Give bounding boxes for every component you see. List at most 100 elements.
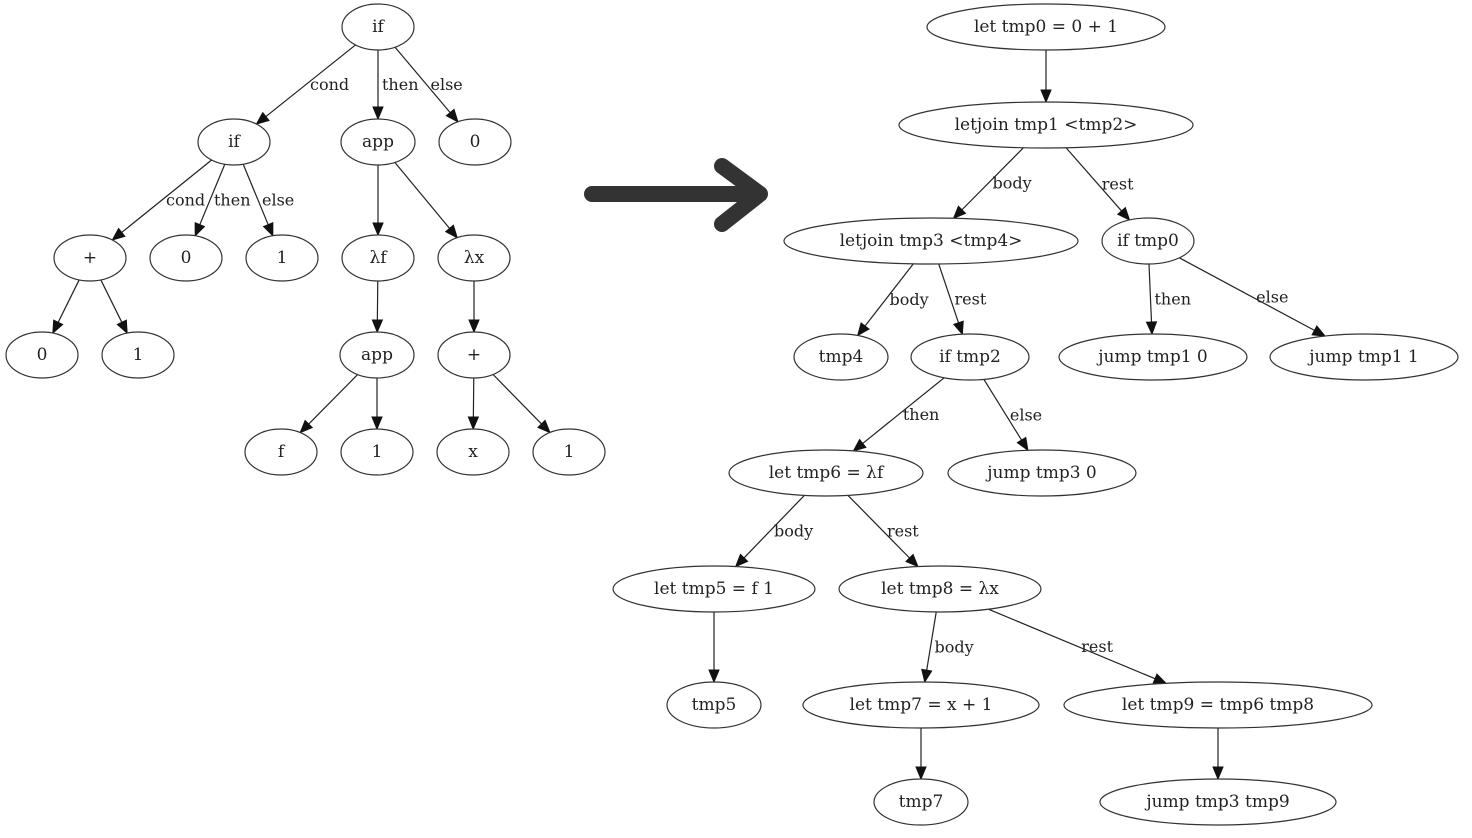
anf-tree-edge [1212, 728, 1224, 781]
arrowhead-icon [734, 553, 749, 568]
edge-line [988, 608, 1156, 680]
node-label: if [228, 132, 241, 152]
source-ast-node: 0 [149, 234, 223, 282]
edge-line [1148, 263, 1153, 323]
anf-tree-edge: then [852, 377, 945, 452]
edge-line [242, 164, 269, 225]
anf-tree-node: let tmp9 = tmp6 tmp8 [1063, 681, 1373, 729]
edge-line [265, 44, 356, 118]
anf-tree-edge: body [921, 611, 974, 684]
anf-tree-node: jump tmp3 0 [947, 449, 1137, 497]
source-ast-node: 0 [438, 118, 512, 166]
node-ellipse [612, 565, 816, 613]
node-ellipse [793, 333, 889, 381]
node-ellipse [341, 3, 415, 51]
node-ellipse [339, 331, 415, 379]
node-ellipse [340, 118, 416, 166]
edge-line [961, 147, 1024, 211]
anf-tree-edge: rest [938, 263, 987, 336]
node-label: letjoin tmp3 <tmp4> [840, 231, 1023, 251]
node-label: let tmp0 = 0 + 1 [974, 17, 1118, 37]
arrowhead-icon [116, 319, 128, 335]
node-label: 0 [37, 345, 48, 365]
anf-tree-node: letjoin tmp1 <tmp2> [898, 101, 1194, 149]
node-ellipse [437, 234, 511, 282]
arrowhead-icon [952, 320, 964, 336]
arrowhead-icon [905, 553, 919, 568]
source-ast-node: 1 [245, 234, 319, 282]
source-ast-node: λx [437, 234, 511, 282]
arrowhead-icon [194, 222, 206, 237]
anf-tree-node: if tmp2 [910, 333, 1030, 381]
edge-label: rest [1081, 637, 1113, 656]
edge-label: then [903, 405, 940, 424]
source-ast-edge [394, 162, 459, 239]
node-label: 1 [564, 442, 575, 462]
edge-line [199, 164, 226, 225]
source-ast-node: x [436, 428, 510, 476]
arrowhead-icon [445, 108, 459, 123]
edge-line [847, 494, 910, 559]
arrowhead-icon [262, 222, 274, 237]
source-ast-node: app [339, 331, 415, 379]
edge-line [983, 379, 1023, 441]
source-ast-node: if [197, 118, 271, 166]
anf-tree-edge [708, 612, 720, 684]
anf-tree-edge: then [1145, 263, 1191, 336]
transform-arrow [584, 158, 768, 232]
arrowhead-icon [372, 106, 384, 121]
edge-line [121, 159, 213, 233]
node-label: x [468, 442, 478, 462]
node-label: tmp4 [819, 347, 864, 367]
anf-tree-edge: rest [988, 608, 1168, 684]
edge-label: body [889, 290, 928, 309]
node-label: 0 [181, 248, 192, 268]
edge-label: then [1154, 289, 1191, 308]
edge-line [492, 374, 542, 425]
edge-label: then [214, 191, 251, 210]
edge-line [1179, 257, 1315, 331]
edge-line [864, 263, 914, 327]
node-ellipse [438, 118, 512, 166]
node-ellipse [947, 449, 1137, 497]
node-ellipse [149, 234, 223, 282]
anf-tree-edge: rest [847, 494, 919, 568]
arrowhead-icon [371, 416, 383, 431]
anf-tree-edge: body [734, 495, 813, 568]
anf-tree-node: if tmp0 [1101, 217, 1195, 265]
anf-tree-node: tmp5 [666, 681, 762, 729]
arrowhead-icon [852, 438, 867, 452]
node-ellipse [245, 234, 319, 282]
arrowhead-icon [921, 668, 933, 684]
edge-label: rest [887, 521, 919, 540]
arrowhead-icon [444, 224, 459, 239]
edge-line [862, 377, 945, 444]
node-label: 1 [277, 248, 288, 268]
edge-label: body [993, 174, 1032, 193]
node-ellipse [898, 101, 1194, 149]
source-ast-edge [52, 279, 80, 335]
arrowhead-icon [52, 319, 64, 335]
edge-line [926, 611, 937, 671]
node-label: let tmp5 = f 1 [654, 579, 774, 599]
arrowhead-icon [915, 766, 927, 781]
node-ellipse [1063, 681, 1373, 729]
source-ast-edge: then [194, 164, 251, 237]
source-ast-node: λf [341, 234, 415, 282]
node-label: let tmp6 = λf [769, 463, 885, 483]
edge-label: else [1010, 405, 1042, 424]
arrowhead-icon [1311, 325, 1327, 337]
node-label: letjoin tmp1 <tmp2> [955, 115, 1138, 135]
node-label: jump tmp3 0 [985, 463, 1097, 483]
node-label: app [362, 132, 394, 152]
arrowhead-icon [1152, 673, 1168, 684]
node-label: 1 [372, 442, 383, 462]
node-ellipse [436, 428, 510, 476]
arrowhead-icon [708, 669, 720, 684]
node-label: jump tmp1 1 [1307, 347, 1419, 367]
node-label: tmp5 [692, 695, 737, 715]
edge-label: else [1256, 287, 1288, 306]
node-label: + [83, 248, 97, 268]
edge-line [308, 374, 359, 425]
edge-label: else [262, 191, 294, 210]
